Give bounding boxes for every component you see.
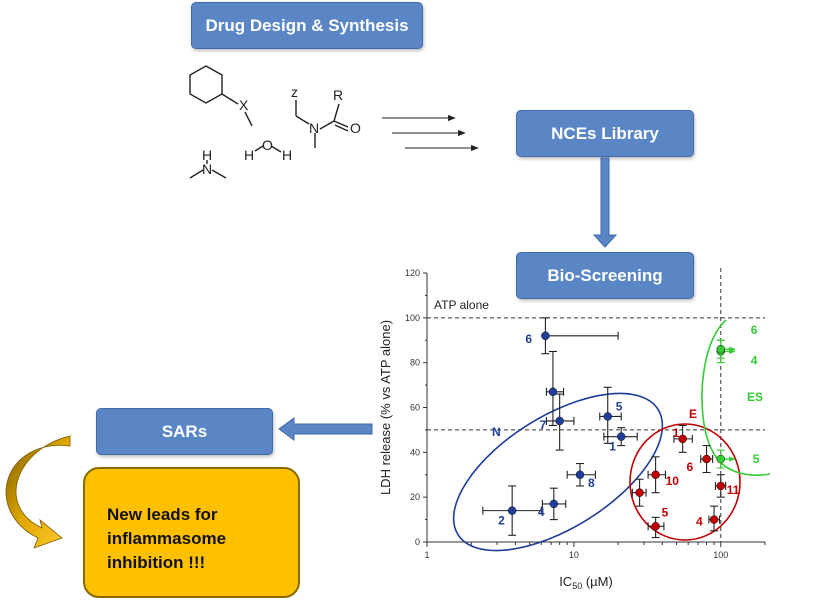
data-point-es — [716, 454, 726, 464]
data-point-e — [678, 434, 687, 444]
point-label-n: 8 — [588, 476, 595, 490]
water-h-right: H — [282, 147, 292, 163]
y-tick-label: 20 — [410, 492, 420, 502]
group-es-label: ES — [747, 390, 763, 404]
atom-n: N — [309, 120, 319, 136]
y-tick-label: 60 — [410, 403, 420, 413]
drug-design-label: Drug Design & Synthesis — [205, 15, 409, 35]
nces-library-label: NCEs Library — [551, 123, 659, 143]
atom-r: R — [333, 87, 343, 103]
bio-screening-box: Bio-Screening — [516, 252, 694, 299]
point-label-n: 2 — [498, 514, 505, 528]
group-es-curve — [701, 319, 771, 476]
group-n-ellipse — [452, 392, 664, 552]
data-point-n — [575, 470, 585, 479]
sars-label: SARs — [161, 421, 208, 441]
new-leads-line-3: inhibition !!! — [107, 553, 206, 572]
atp-alone-label: ATP alone — [434, 298, 489, 312]
molecule-atoms: X z R N O H O H H N — [202, 84, 361, 177]
group-n-label: N — [492, 425, 501, 439]
point-label-e: 4 — [696, 515, 703, 529]
point-label-n: 4 — [538, 505, 545, 519]
y-tick-label: 40 — [410, 447, 420, 457]
data-point-e — [716, 481, 726, 491]
point-label-e: 1 — [673, 426, 680, 440]
point-label-e: 5 — [662, 505, 669, 519]
benzene-ring — [189, 65, 223, 104]
atom-o: O — [350, 120, 361, 136]
data-point-n — [548, 387, 558, 397]
point-label-n: 5 — [616, 399, 623, 413]
point-label-es: 4 — [751, 353, 758, 367]
y-tick-label: 100 — [405, 313, 420, 323]
group-e-label: E — [689, 407, 697, 421]
point-label-e: 11 — [727, 483, 740, 497]
atom-x: X — [239, 97, 249, 113]
y-tick-label: 0 — [415, 537, 420, 547]
new-leads-line-1: New leads for — [107, 505, 218, 524]
data-point-es — [716, 344, 726, 354]
water-o: O — [262, 137, 273, 153]
point-label-es: 6 — [751, 323, 758, 337]
amine-h: H — [202, 147, 212, 163]
molecule-sketches — [189, 65, 349, 179]
data-point-n — [549, 499, 559, 509]
data-point-e — [709, 515, 719, 524]
y-tick-label: 120 — [405, 268, 420, 278]
data-point-n — [555, 416, 564, 426]
point-label-n: 6 — [525, 332, 532, 346]
group-e-ellipse — [629, 423, 741, 541]
drug-design-box: Drug Design & Synthesis — [191, 2, 423, 49]
point-label-e: 10 — [666, 474, 680, 488]
new-leads-box: New leads for inflammasome inhibition !!… — [83, 467, 300, 598]
point-label-es: 5 — [753, 452, 760, 466]
y-tick-label: 80 — [410, 358, 420, 368]
data-point-n — [603, 412, 612, 421]
data-point-n — [507, 506, 517, 515]
data-point-e — [651, 522, 660, 531]
y-axis-label: LDH release (% vs ATP alone) — [378, 320, 393, 495]
data-point-e — [635, 488, 644, 497]
new-leads-line-2: inflammasome — [107, 529, 227, 548]
x-axis-label: IC50 (µM) — [559, 574, 613, 591]
data-point-n — [541, 331, 550, 341]
bio-screening-label: Bio-Screening — [547, 265, 663, 285]
point-label-n: 1 — [609, 440, 616, 454]
x-tick-label: 100 — [713, 550, 728, 560]
data-point-e — [702, 454, 711, 464]
sars-box: SARs — [96, 408, 273, 455]
x-tick-label: 1 — [424, 550, 429, 560]
data-point-n — [616, 432, 626, 441]
chart-to-sars-arrow — [278, 417, 373, 441]
library-to-screening-arrow — [592, 157, 618, 248]
atom-z: z — [291, 84, 298, 100]
data-point-e — [651, 470, 660, 479]
amine-n: N — [202, 161, 212, 177]
x-tick-label: 10 — [569, 550, 579, 560]
water-h-left: H — [244, 147, 254, 163]
sars-to-leads-arrow — [5, 435, 71, 549]
point-label-n: 7 — [540, 418, 547, 432]
point-label-e: 6 — [687, 460, 694, 474]
nces-library-box: NCEs Library — [516, 110, 694, 157]
synthesis-arrows — [382, 114, 479, 152]
